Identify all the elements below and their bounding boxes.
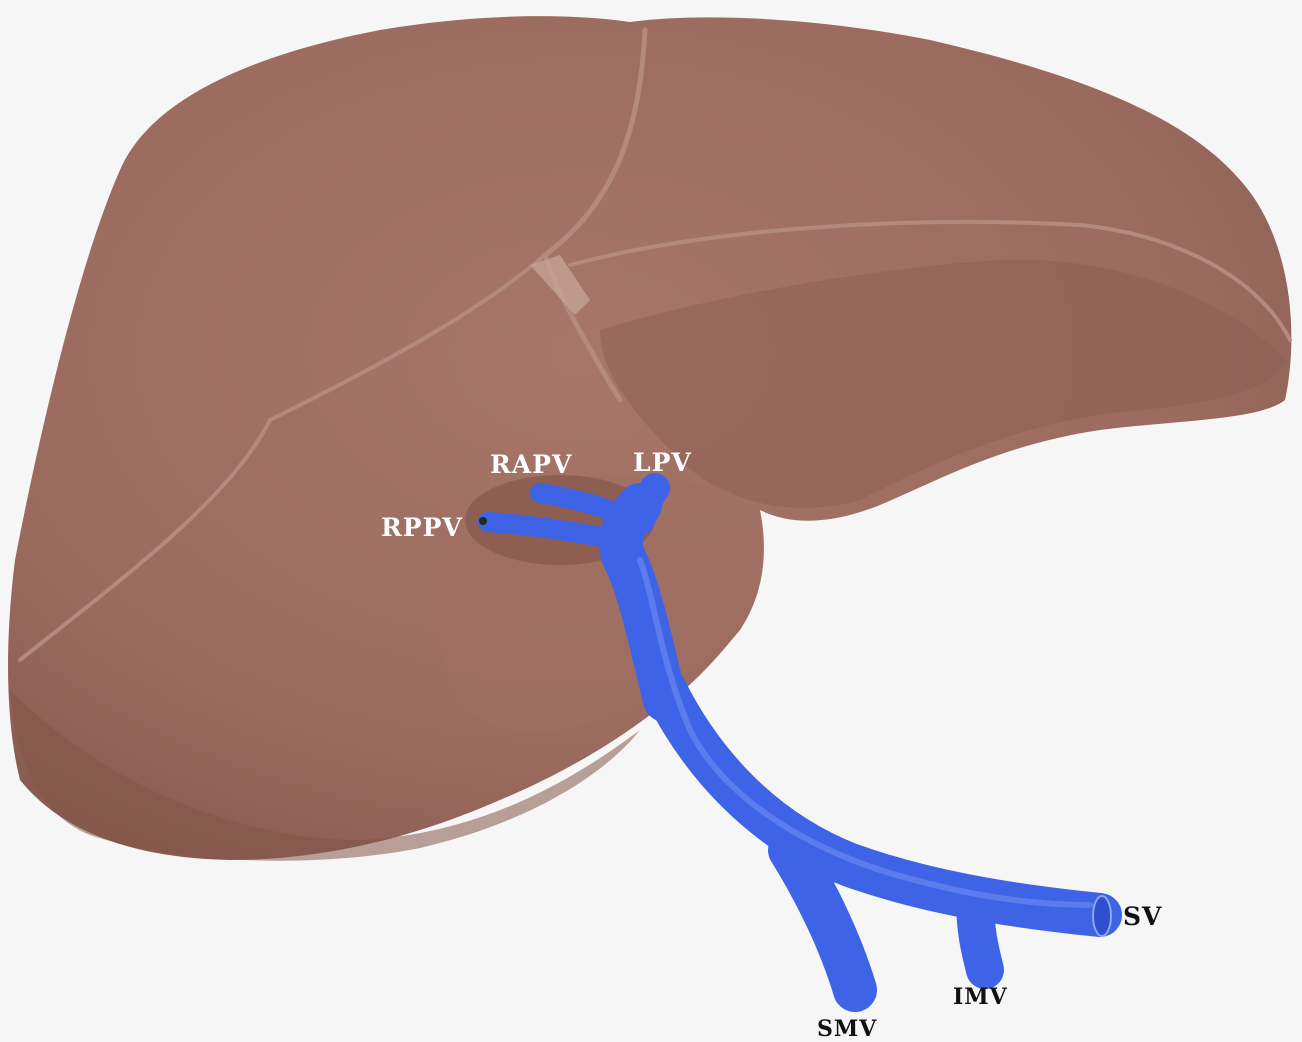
liver [8, 16, 1291, 860]
label-rapv: RAPV [490, 452, 572, 477]
label-sv: SV [1123, 904, 1162, 929]
label-smv: SMV [817, 1018, 877, 1040]
label-imv: IMV [953, 986, 1008, 1008]
label-rppv: RPPV [381, 515, 463, 540]
inferior-mesenteric-vein [975, 900, 985, 970]
splenic-vein [665, 690, 1100, 915]
left-portal-vein [640, 488, 655, 520]
label-lpv: LPV [633, 450, 692, 475]
rppv-tip-dot [479, 517, 487, 525]
splenic-vein-opening [1093, 896, 1111, 936]
